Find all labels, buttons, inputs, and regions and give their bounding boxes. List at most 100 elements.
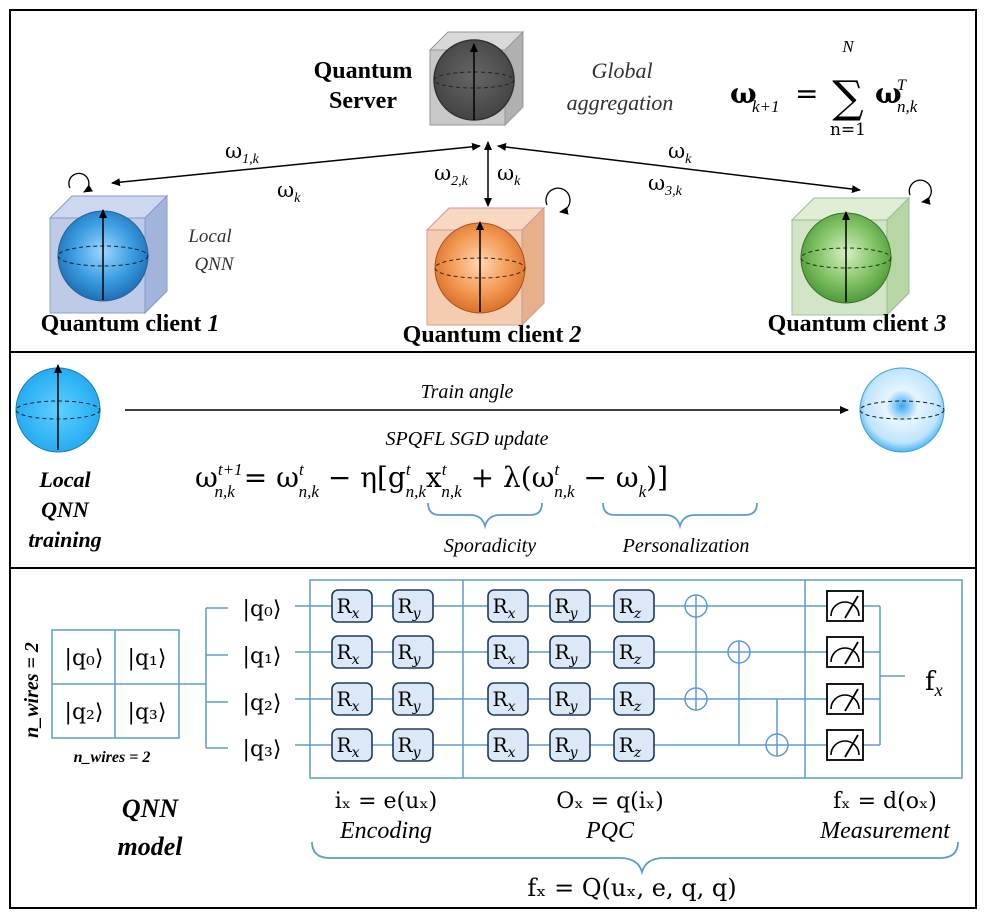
formula-equals: = — [795, 77, 818, 110]
local-training-line1: Local — [38, 467, 91, 492]
personalization-label: Personalization — [622, 535, 750, 557]
client3-cube-icon — [790, 179, 932, 317]
rotation-gate-ry: Ry — [392, 728, 434, 762]
meter-layer — [826, 590, 864, 761]
measurement-meter-icon — [826, 683, 864, 715]
rotation-gate-rx: Rx — [331, 728, 373, 762]
qubit-grid: |q₀⟩ |q₁⟩ |q₂⟩ |q₃⟩ — [51, 629, 180, 739]
local-training-line3: training — [28, 527, 101, 552]
rotation-gate-ry: Ry — [392, 682, 434, 716]
cnot-gates — [684, 594, 789, 757]
rotation-gate-rx: Rx — [487, 682, 529, 716]
client3-loop-icon — [908, 179, 932, 205]
local-training-line2: QNN — [41, 497, 90, 522]
sum-upper: N — [841, 37, 855, 56]
client2-cube-icon — [425, 187, 571, 327]
rotation-gate-rz: Rz — [613, 682, 655, 716]
measurement-label: Measurement — [819, 818, 951, 844]
local-qnn-label-line1: Local — [187, 226, 231, 247]
formula-omega: ω — [730, 77, 757, 110]
arrow3-lower-label: ω3,k — [648, 171, 683, 199]
rotation-gate-ry: Ry — [549, 589, 591, 623]
client2-loop-icon — [545, 187, 571, 215]
grid-q2: |q₂⟩ — [65, 700, 104, 725]
output-label: fx — [925, 667, 943, 700]
sgd-update-label: SPQFL SGD update — [386, 428, 549, 450]
sporadicity-brace — [427, 502, 543, 530]
sum-sign: ∑ — [832, 72, 863, 123]
arrow2-right-label: ωk — [497, 161, 521, 189]
server-cube-icon — [428, 30, 525, 127]
n-wires-horizontal-label: n_wires = 2 — [74, 749, 151, 766]
rotation-gate-ry: Ry — [549, 635, 591, 669]
measurement-formula: fₓ = d(oₓ) — [833, 789, 937, 814]
global-label-line1: Global — [591, 58, 652, 83]
formula-rhs-omega: ω — [875, 77, 902, 110]
measurement-meter-icon — [826, 590, 864, 622]
arrow-client1-server — [111, 142, 481, 187]
qubit-branch-lines — [179, 607, 228, 749]
gate-label: Ry — [555, 640, 579, 668]
trained-qubit-sphere-icon — [859, 367, 945, 453]
rotation-gate-rz: Rz — [613, 589, 655, 623]
grid-q1: |q₁⟩ — [128, 646, 167, 671]
rotation-gate-rx: Rx — [487, 589, 529, 623]
arrow-client3-server — [497, 142, 861, 194]
qnn-total-formula: fₓ = Q(uₓ, e, q, q) — [527, 874, 736, 902]
rotation-gate-rz: Rz — [613, 635, 655, 669]
sporadicity-label: Sporadicity — [444, 535, 536, 557]
formula-lhs-sub: k+1 — [752, 97, 780, 116]
local-qnn-label-line2: QNN — [194, 254, 234, 275]
pqc-label: PQC — [585, 818, 635, 844]
circuit-wires — [295, 605, 905, 746]
pqc-formula: Oₓ = q(iₓ) — [556, 789, 663, 814]
grid-q3: |q₃⟩ — [128, 700, 167, 725]
qubit-label-0: |q₀⟩ — [243, 597, 282, 622]
rotation-gate-rx: Rx — [487, 635, 529, 669]
client1-loop-icon — [68, 172, 93, 193]
rotation-gate-ry: Ry — [549, 682, 591, 716]
arrow1-upper-label: ω1,k — [225, 139, 260, 167]
server-label-line1: Quantum — [314, 58, 413, 84]
formula-rhs-sup: T — [897, 77, 907, 94]
initial-qubit-sphere-icon — [15, 364, 101, 453]
rotation-gate-rx: Rx — [331, 635, 373, 669]
panel-bottom — [9, 567, 977, 909]
qnn-model-line1: QNN — [122, 794, 180, 823]
sum-lower: n=1 — [830, 120, 866, 140]
qubit-label-1: |q₁⟩ — [243, 644, 282, 669]
client3-label: Quantum client 3 — [768, 311, 947, 337]
server-label-line2: Server — [329, 88, 397, 114]
rotation-gate-rx: Rx — [331, 589, 373, 623]
rotation-gate-ry: Ry — [549, 728, 591, 762]
rotation-gate-rx: Rx — [487, 728, 529, 762]
aggregation-formula: ω k+1 = N ∑ n=1 ω T n,k — [730, 37, 918, 140]
encoding-formula: iₓ = e(uₓ) — [335, 789, 437, 814]
rotation-gate-ry: Ry — [392, 635, 434, 669]
measurement-meter-icon — [826, 729, 864, 761]
arrow2-left-label: ω2,k — [434, 161, 469, 189]
formula-rhs-sub: n,k — [897, 97, 918, 116]
client1-label: Quantum client 1 — [41, 311, 220, 337]
client2-label: Quantum client 2 — [403, 322, 582, 348]
grid-q0: |q₀⟩ — [65, 646, 104, 671]
arrow3-upper-label: ωk — [668, 139, 692, 167]
arrow1-lower-label: ωk — [277, 178, 301, 206]
n-wires-vertical-label: n_wires = 2 — [21, 642, 43, 738]
qubit-label-3: |q₃⟩ — [243, 737, 282, 762]
client1-cube-icon — [48, 172, 169, 315]
global-label-line2: aggregation — [567, 90, 674, 115]
encoding-label: Encoding — [339, 818, 432, 844]
train-angle-label: Train angle — [421, 381, 514, 403]
personalization-brace — [602, 502, 758, 530]
qnn-brace — [311, 841, 959, 876]
qubit-label-2: |q₂⟩ — [243, 691, 282, 716]
measurement-meter-icon — [826, 636, 864, 668]
qnn-model-line2: model — [118, 832, 184, 861]
rotation-gate-rx: Rx — [331, 682, 373, 716]
rotation-gate-ry: Ry — [392, 589, 434, 623]
rotation-gate-rz: Rz — [613, 728, 655, 762]
